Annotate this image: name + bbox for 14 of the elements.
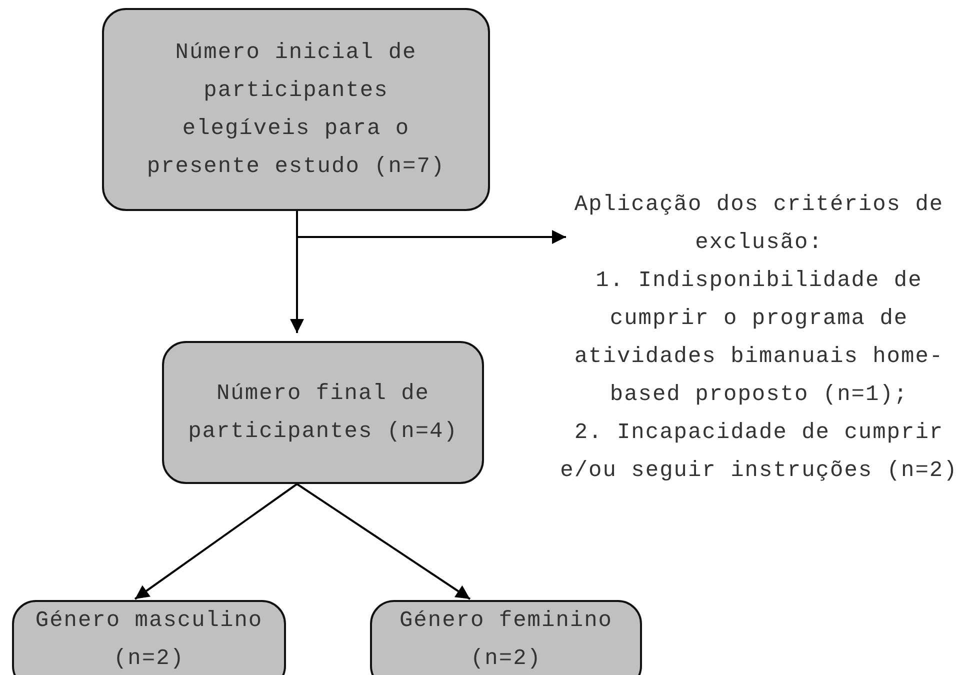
heading-text: Aplicação dos critérios de exclusão: <box>573 191 945 257</box>
process-box <box>12 600 286 675</box>
list-item: 1. Indisponibilidade de cumprir o programa de atividades bimanuais home-based proposto (n=1); <box>573 267 945 409</box>
arrow <box>296 211 566 244</box>
arrow <box>134 483 298 600</box>
box-label: Género masculino (n=2) <box>34 607 264 673</box>
arrow <box>296 483 471 600</box>
list-item: 2. Incapacidade de cumprir e/ou seguir instruções (n=2) <box>559 419 959 485</box>
box-label: Número inicial de participantes elegíveis para o presente estudo (n=7) <box>146 38 446 180</box>
box-label: Género feminino (n=2) <box>398 607 614 673</box>
process-box <box>162 341 484 484</box>
process-box <box>102 8 490 211</box>
box-label: Número final de participantes (n=4) <box>187 380 459 446</box>
process-box <box>370 600 642 675</box>
